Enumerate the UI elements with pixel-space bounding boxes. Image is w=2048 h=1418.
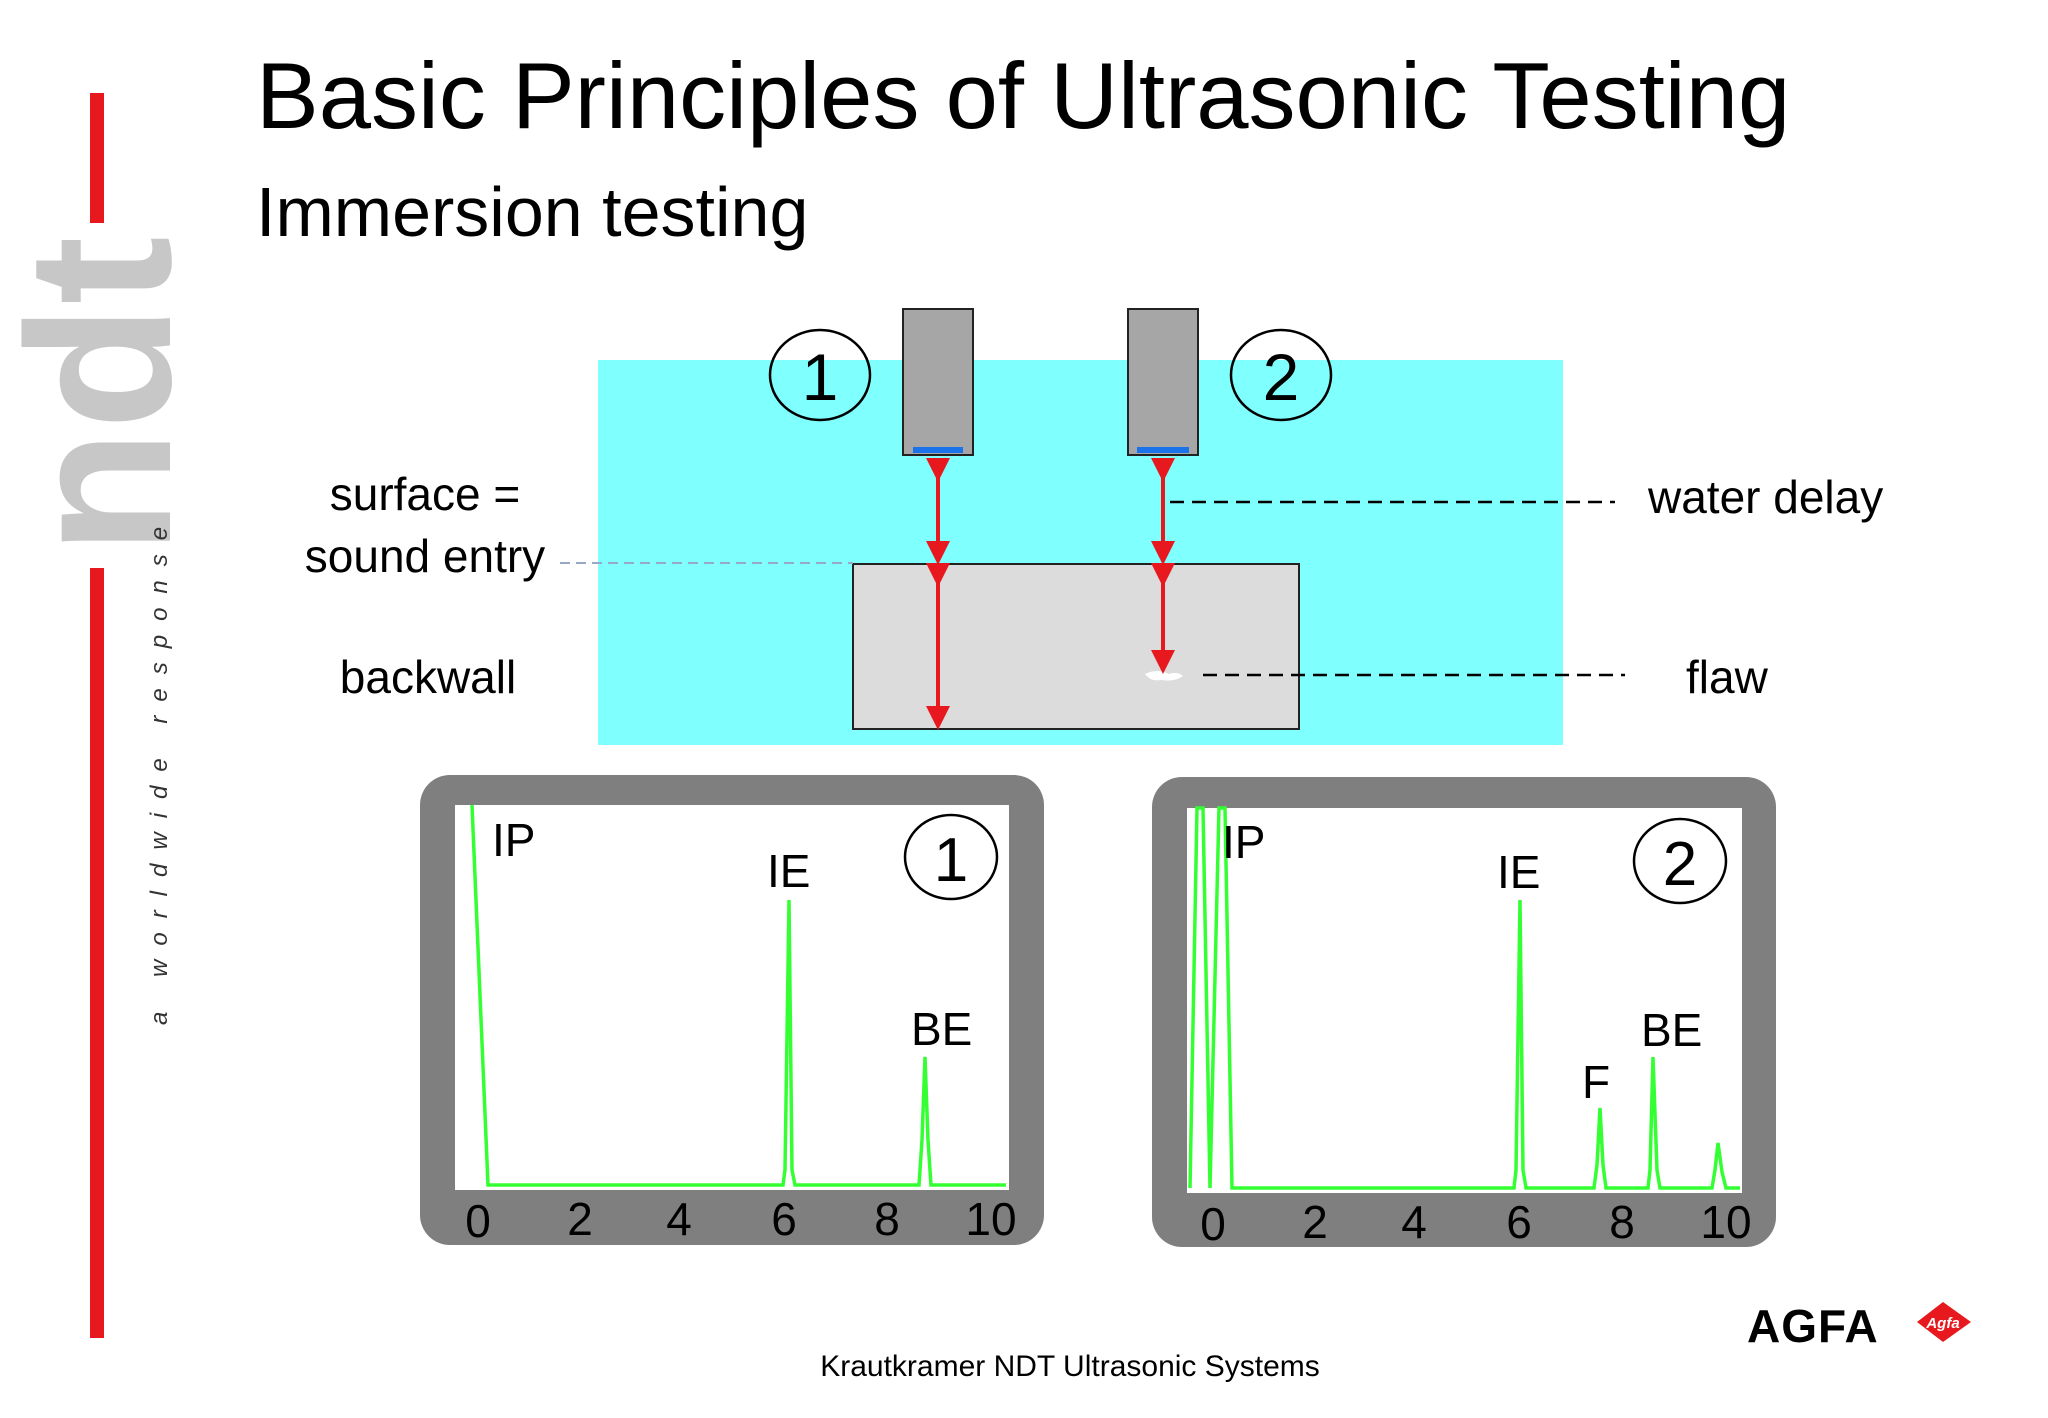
agfa-logo: AGFA Agfa [1747,1300,1971,1352]
red-bar-top [90,93,104,223]
label-water-delay: water delay [1647,471,1883,523]
sound-path-arrows [926,458,1175,730]
test-part [852,563,1300,730]
probe-2 [1127,308,1199,456]
screen-1-number-circle [903,813,999,901]
agfa-wordmark: AGFA [1747,1300,1879,1352]
probe-1-crystal [913,447,963,453]
screen-1-frame [420,775,1044,1245]
screen-2-display [1187,808,1742,1193]
screen-2-frame [1152,777,1776,1247]
screen-1-tick-10: 10 [965,1193,1016,1245]
screen-2-f-label: F [1582,1056,1610,1108]
screen-1-display [455,805,1009,1190]
screen-2-ie-label: IE [1497,846,1540,898]
ndt-logo: ndt [0,236,200,555]
probe-1-number-circle [768,328,872,422]
label-backwall: backwall [340,651,516,703]
screen-1-number: 1 [934,826,968,895]
screen-2-number: 2 [1663,830,1697,899]
screen-2-tick-2: 2 [1302,1196,1328,1248]
screen-2-be-label: BE [1641,1004,1702,1056]
screen-2-trace [1188,806,1740,1190]
label-surface-line2: sound entry [305,530,545,582]
screen-1-tick-6: 6 [771,1193,797,1245]
screen-1-be-label: BE [911,1003,972,1055]
label-flaw: flaw [1686,651,1769,703]
screen-1-tick-0: 0 [465,1195,491,1247]
red-bar-bottom [90,568,104,1338]
probe-2-number-circle [1229,328,1333,422]
probe-1 [902,308,974,456]
screen-2-tick-8: 8 [1609,1196,1635,1248]
screen-2-tick-10: 10 [1700,1196,1751,1248]
slide-subtitle: Immersion testing [256,173,809,251]
agfa-badge-text: Agfa [1925,1315,1959,1332]
screen-1-ip-label: IP [492,814,535,866]
screen-2-tick-4: 4 [1401,1196,1427,1248]
agfa-diamond-icon [1917,1302,1971,1342]
probe-2-crystal [1137,447,1189,453]
probe-1-number: 1 [802,340,839,414]
screen-2-tick-0: 0 [1200,1198,1226,1250]
label-surface-line1: surface = [330,468,521,520]
screen-2-number-circle [1632,817,1728,905]
screen-2-x-ticks: 0 2 4 6 8 10 [1200,1196,1751,1250]
screen-1-tick-4: 4 [666,1193,692,1245]
slide-footer: Krautkramer NDT Ultrasonic Systems [820,1350,1320,1383]
ndt-brand-strip: ndt a worldwide response [0,93,200,1338]
immersion-diagram: 1 2 surface = sound entry backwall water… [305,308,1883,745]
screen-1-x-ticks: 0 2 4 6 8 10 [465,1193,1016,1247]
screen-1-trace [470,804,1006,1187]
screen-2-ip-label: IP [1222,816,1265,868]
slide-title: Basic Principles of Ultrasonic Testing [256,43,1791,148]
brand-tagline: a worldwide response [146,513,173,1025]
screen-1-tick-8: 8 [874,1193,900,1245]
screen-1-ie-label: IE [767,845,810,897]
probe-2-number: 2 [1263,340,1300,414]
screen-2-tick-6: 6 [1506,1196,1532,1248]
screen-1-tick-2: 2 [567,1193,593,1245]
